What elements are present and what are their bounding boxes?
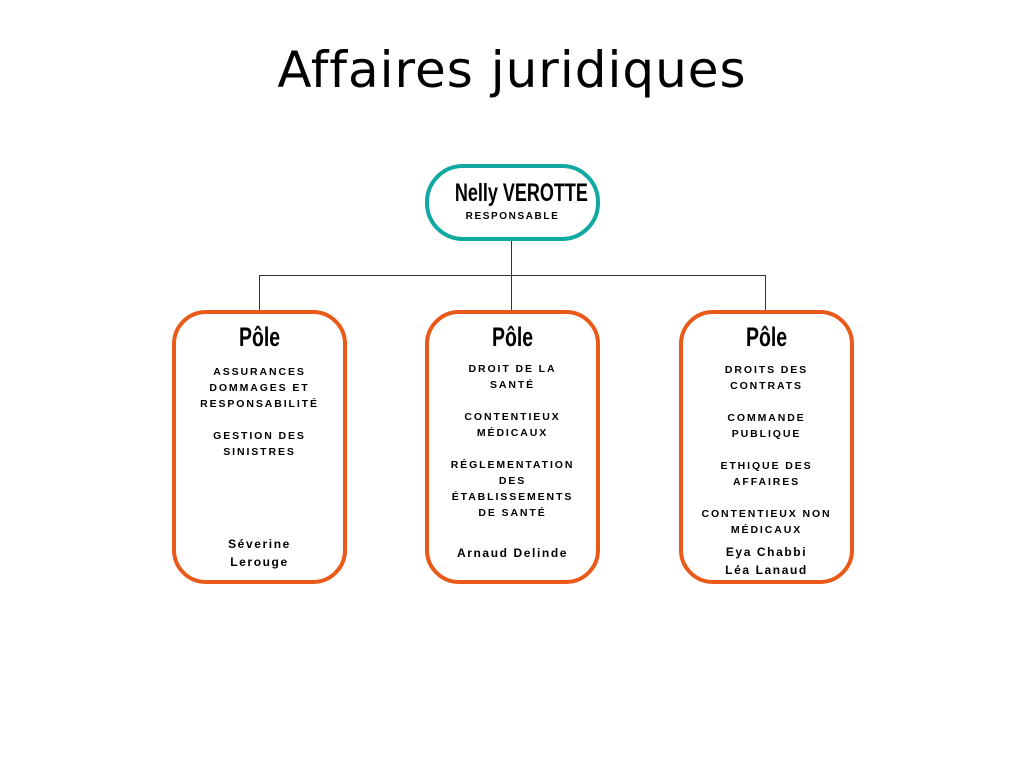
pole-item-line: DE SANTÉ bbox=[478, 507, 547, 519]
connector-horizontal bbox=[259, 275, 766, 276]
pole-item-line: COMMANDE bbox=[727, 412, 806, 424]
pole-item-line: CONTRATS bbox=[730, 380, 803, 392]
pole-item-line: ASSURANCES bbox=[213, 366, 306, 378]
head-node: Nelly VEROTTE RESPONSABLE bbox=[425, 164, 600, 241]
pole-item-line: ÉTABLISSEMENTS bbox=[451, 491, 574, 503]
pole-item-line: DROIT DE LA bbox=[468, 363, 557, 375]
pole-item-line: MÉDICAUX bbox=[476, 427, 549, 439]
pole-title: Pôle bbox=[745, 322, 788, 352]
connector-pole-1 bbox=[259, 275, 260, 310]
pole-item-line: DROITS DES bbox=[724, 364, 809, 376]
pole-person: Lerouge bbox=[230, 555, 289, 569]
pole-item-line: PUBLIQUE bbox=[731, 428, 802, 440]
pole-item-line: RÉGLEMENTATION bbox=[450, 459, 575, 471]
head-name: Nelly VEROTTE bbox=[454, 179, 588, 207]
pole-item-line: MÉDICAUX bbox=[730, 524, 803, 536]
pole-item-line: RESPONSABILITÉ bbox=[200, 398, 319, 410]
pole-person: Séverine bbox=[228, 537, 291, 551]
pole-title: Pôle bbox=[491, 322, 534, 352]
pole-person: Léa Lanaud bbox=[725, 563, 808, 577]
pole-person: Arnaud Delinde bbox=[456, 546, 569, 560]
pole-item-line: CONTENTIEUX bbox=[464, 411, 561, 423]
pole-item-line: SINISTRES bbox=[223, 446, 296, 458]
pole-item-line: SANTÉ bbox=[489, 379, 536, 391]
pole-item-line: DOMMAGES ET bbox=[209, 382, 310, 394]
pole-item-line: ETHIQUE DES bbox=[720, 460, 813, 472]
pole-item-line: CONTENTIEUX NON bbox=[701, 508, 832, 520]
pole-person: Eya Chabbi bbox=[725, 545, 808, 559]
pole-title: Pôle bbox=[238, 322, 281, 352]
page-title: Affaires juridiques bbox=[277, 41, 747, 99]
connector-pole-3 bbox=[765, 275, 766, 310]
connector-pole-2 bbox=[511, 275, 512, 310]
pole-item-line: DES bbox=[498, 475, 527, 487]
pole-item-line: AFFAIRES bbox=[732, 476, 801, 488]
head-role: RESPONSABLE bbox=[465, 211, 560, 222]
pole-item-line: GESTION DES bbox=[213, 430, 306, 442]
connector-head-down bbox=[511, 241, 512, 276]
